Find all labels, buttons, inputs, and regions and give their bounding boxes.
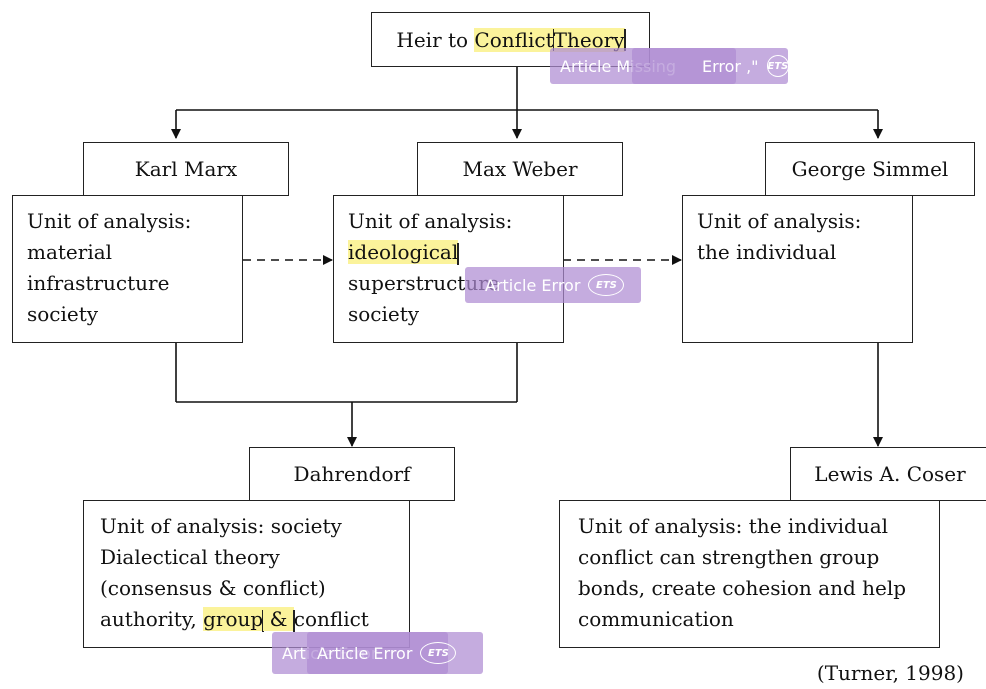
marx-line: material (27, 240, 113, 264)
dahrendorf-line: Dialectical theory (100, 545, 280, 569)
simmel-line: Unit of analysis: (697, 209, 862, 233)
conflict-text: conflict (293, 607, 369, 631)
max-weber-header: Max Weber (417, 142, 623, 196)
tooltip-text: Article Error (317, 643, 413, 663)
coser-line: bonds, create cohesion and help (578, 576, 907, 600)
article-error-tooltip-dahrendorf-b[interactable]: Article Error ETS (307, 632, 483, 674)
marx-line: infrastructure (27, 271, 170, 295)
marx-line: society (27, 302, 99, 326)
george-simmel-header: George Simmel (765, 142, 975, 196)
simmel-line: the individual (697, 240, 837, 264)
karl-marx-header: Karl Marx (83, 142, 289, 196)
citation: (Turner, 1998) (816, 661, 964, 685)
authority-text: authority, (100, 607, 204, 631)
max-weber-body: Unit of analysis: ideological superstruc… (333, 195, 564, 343)
error-tooltip[interactable]: Error ," ETS (632, 48, 790, 84)
coser-line: conflict can strengthen group (578, 545, 880, 569)
ets-badge-icon: ETS (588, 274, 625, 296)
coser-line: Unit of analysis: the individual (578, 514, 889, 538)
weber-line: society (348, 302, 420, 326)
highlight-conflict[interactable]: Conflict (474, 27, 554, 52)
lewis-coser-header: Lewis A. Coser (790, 447, 986, 501)
heir-prefix: Heir to (396, 27, 475, 52)
highlight-group[interactable]: group (203, 607, 264, 631)
text-caret (292, 609, 295, 632)
karl-marx-label: Karl Marx (134, 157, 238, 181)
george-simmel-label: George Simmel (791, 157, 949, 181)
karl-marx-body: Unit of analysis: material infrastructur… (12, 195, 243, 343)
dahrendorf-line-authority: authority, group & conflict (100, 604, 395, 635)
weber-line: Unit of analysis: (348, 209, 513, 233)
lewis-coser-label: Lewis A. Coser (814, 462, 966, 486)
marx-line: Unit of analysis: (27, 209, 192, 233)
coser-line: communication (578, 607, 734, 631)
text-caret (457, 242, 460, 265)
text-caret (623, 28, 626, 51)
lewis-coser-body: Unit of analysis: the individual conflic… (559, 500, 940, 648)
ets-badge-icon: ETS (420, 642, 457, 664)
ets-badge-icon: ETS (766, 55, 790, 77)
tooltip-text: Article Error (485, 275, 581, 295)
dahrendorf-label: Dahrendorf (293, 462, 411, 486)
highlight-theory[interactable]: Theory (553, 27, 625, 52)
dahrendorf-line: (consensus & conflict) (100, 576, 326, 600)
weber-line-ideological: ideological (348, 237, 549, 268)
george-simmel-body: Unit of analysis: the individual (682, 195, 913, 343)
dahrendorf-header: Dahrendorf (249, 447, 455, 501)
article-error-tooltip-weber[interactable]: Article Error ETS (465, 267, 641, 303)
dahrendorf-body: Unit of analysis: society Dialectical th… (83, 500, 410, 648)
dahrendorf-line: Unit of analysis: society (100, 514, 342, 538)
highlight-ampersand[interactable]: & (263, 607, 294, 631)
highlight-ideological[interactable]: ideological (348, 240, 459, 264)
max-weber-label: Max Weber (462, 157, 578, 181)
tooltip-text: Error ," (702, 56, 759, 76)
